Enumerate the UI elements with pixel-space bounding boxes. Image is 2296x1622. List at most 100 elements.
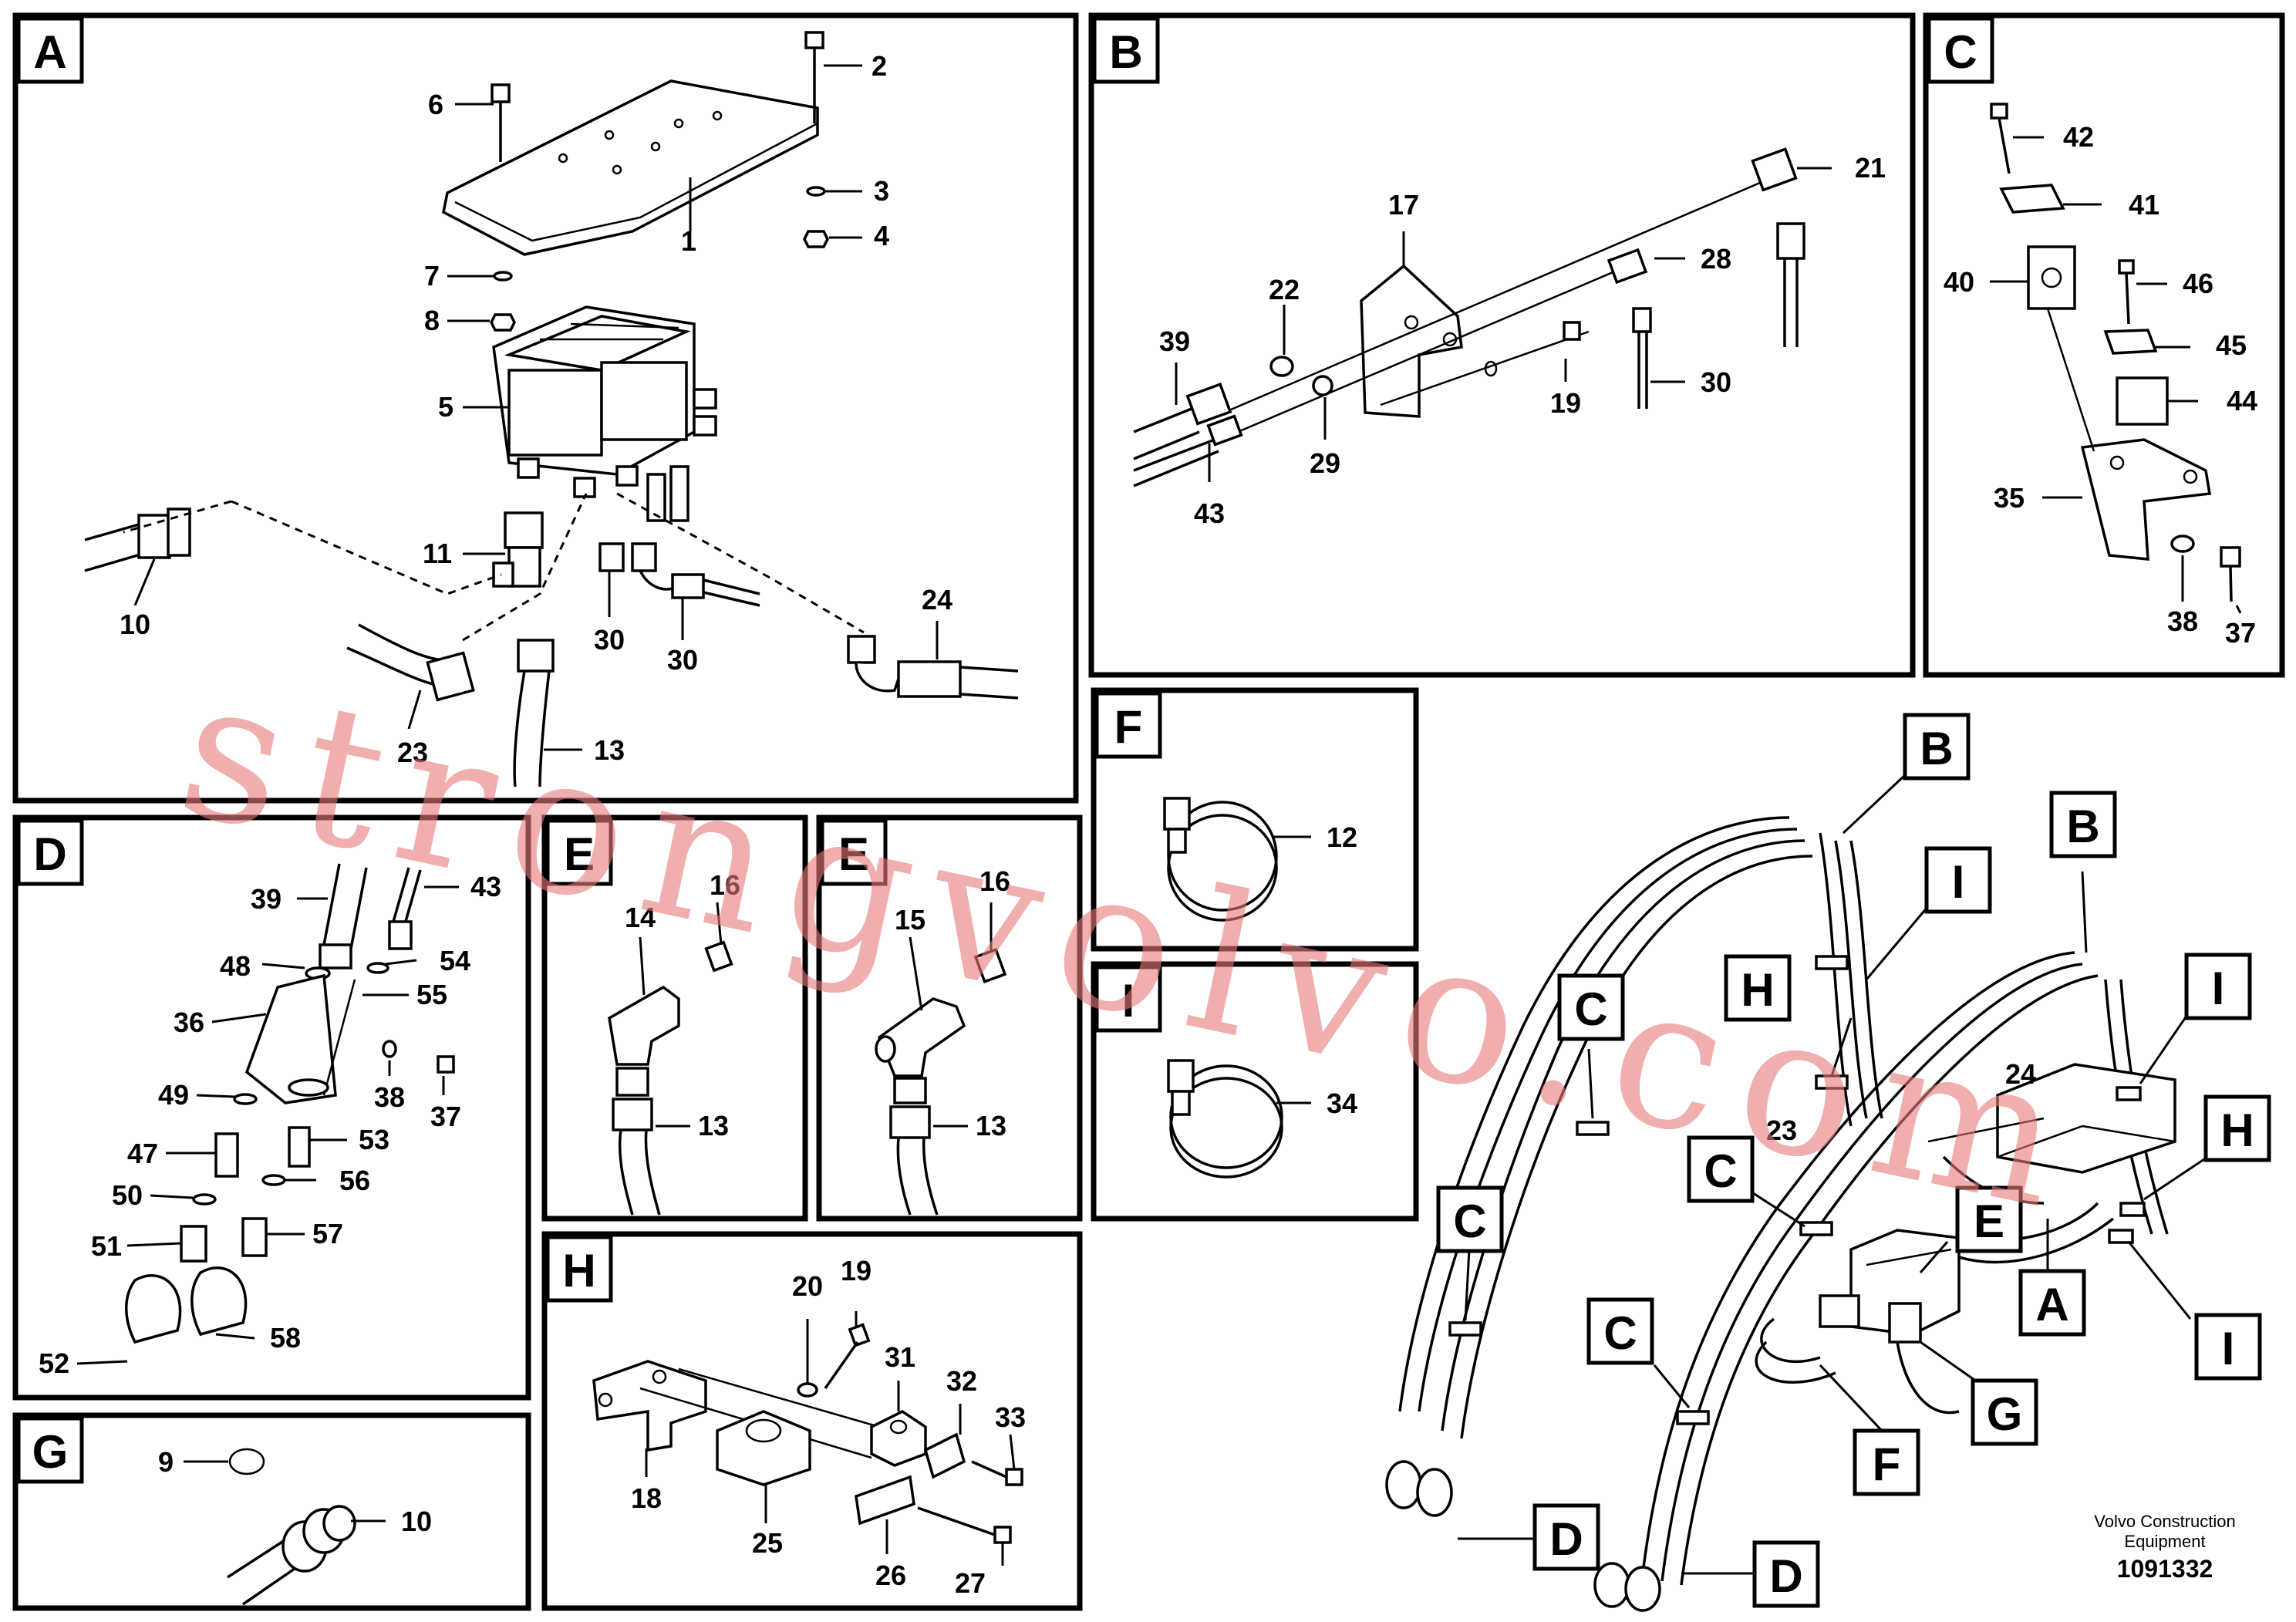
tee-adapter-e2: [875, 947, 1007, 1216]
footer: Volvo Construction Equipment 1091332: [2094, 1512, 2235, 1583]
svg-text:53: 53: [359, 1124, 389, 1155]
clamp-assembly-h: [592, 1323, 1023, 1544]
svg-text:37: 37: [430, 1101, 461, 1132]
svg-text:I: I: [2212, 963, 2225, 1014]
svg-text:40: 40: [1944, 266, 1974, 298]
svg-text:23: 23: [397, 737, 428, 768]
panel-a-label: A: [33, 26, 66, 78]
svg-text:A: A: [2035, 1279, 2068, 1330]
panel-i: I 34: [1091, 961, 1419, 1222]
callouts-g: 9 10: [158, 1446, 432, 1537]
svg-text:20: 20: [792, 1270, 823, 1302]
callouts-e1: 16 14 13: [625, 869, 740, 1141]
svg-text:I: I: [1952, 856, 1965, 908]
leaders-h: [645, 1311, 1016, 1566]
svg-text:2: 2: [872, 50, 887, 82]
leaders-d: [76, 885, 459, 1365]
elbow-fitting-11: [492, 511, 544, 588]
svg-text:7: 7: [424, 260, 440, 292]
svg-text:43: 43: [1194, 497, 1225, 529]
panel-e-right-label: E: [838, 828, 869, 880]
panel-h: H: [541, 1231, 1083, 1611]
svg-text:41: 41: [2129, 189, 2159, 221]
panel-f: F 12: [1091, 687, 1419, 952]
svg-text:C: C: [1603, 1307, 1637, 1359]
callouts-d: 39 43 48 54 36 55 38 37 49 47 53 50 56 5…: [39, 871, 501, 1379]
svg-text:16: 16: [979, 865, 1010, 897]
svg-text:35: 35: [1994, 482, 2025, 514]
leaders-e1: [639, 902, 723, 1128]
callout-f: 12: [1327, 821, 1357, 853]
svg-text:24: 24: [922, 584, 952, 615]
svg-text:36: 36: [174, 1007, 204, 1038]
svg-text:D: D: [1549, 1513, 1583, 1565]
svg-text:5: 5: [438, 391, 453, 423]
svg-text:37: 37: [2225, 617, 2256, 649]
svg-text:H: H: [2220, 1104, 2254, 1156]
panel-d-label: D: [33, 828, 66, 880]
svg-text:22: 22: [1269, 274, 1300, 305]
svg-text:38: 38: [374, 1081, 405, 1113]
svg-text:33: 33: [995, 1401, 1026, 1433]
svg-text:9: 9: [158, 1446, 174, 1478]
svg-text:11: 11: [423, 538, 452, 569]
cable-tie-i: [1167, 1059, 1283, 1179]
company-line-2: Equipment: [2124, 1532, 2205, 1551]
svg-text:10: 10: [120, 609, 150, 640]
svg-text:24: 24: [2005, 1058, 2036, 1090]
svg-text:15: 15: [895, 904, 925, 936]
svg-text:39: 39: [1159, 325, 1190, 357]
company-line-1: Volvo Construction: [2094, 1512, 2235, 1531]
svg-text:6: 6: [428, 89, 443, 120]
svg-text:30: 30: [594, 624, 625, 656]
coupling-set-d: [125, 863, 455, 1344]
hoses-a: [84, 492, 1019, 787]
svg-text:39: 39: [251, 883, 282, 915]
leaders-c: [1990, 136, 2242, 614]
elbow-hose-g: [227, 1448, 356, 1606]
svg-text:45: 45: [2216, 329, 2247, 361]
callouts-c: 42 41 40 46 45 44 35 38 37: [1944, 121, 2257, 649]
svg-text:D: D: [1769, 1550, 1802, 1602]
overview-assembly: [1385, 816, 2176, 1612]
overview-labels: B B I I H H C C C C E A I G F D D 24 23: [1436, 713, 2271, 1608]
svg-text:38: 38: [2167, 605, 2198, 637]
svg-text:56: 56: [339, 1165, 370, 1196]
panel-a: A: [12, 12, 1079, 804]
svg-text:B: B: [1920, 723, 1953, 774]
control-valve: [492, 305, 717, 522]
svg-text:16: 16: [710, 869, 740, 901]
svg-text:1: 1: [681, 225, 696, 257]
panel-g: G 9 10: [12, 1412, 531, 1611]
svg-text:C: C: [1453, 1195, 1486, 1247]
svg-text:17: 17: [1388, 189, 1419, 221]
svg-text:55: 55: [416, 979, 447, 1010]
panel-e-right: E 16 15 13: [816, 814, 1083, 1222]
svg-text:13: 13: [594, 734, 625, 766]
svg-text:50: 50: [112, 1179, 143, 1211]
panel-c-label: C: [1944, 26, 1977, 78]
leaders-a: [133, 64, 939, 751]
svg-text:14: 14: [625, 902, 656, 933]
bracket-assembly-b: [1133, 147, 1805, 487]
svg-text:G: G: [1987, 1388, 2023, 1440]
svg-text:30: 30: [1701, 366, 1731, 398]
callouts-h: 20 19 31 32 33 18 25 26 27: [631, 1255, 1026, 1599]
svg-text:25: 25: [752, 1527, 783, 1559]
svg-text:43: 43: [470, 871, 501, 902]
svg-text:58: 58: [270, 1322, 301, 1354]
clamp-assembly-c: [1990, 103, 2241, 602]
svg-text:49: 49: [158, 1079, 189, 1111]
callout-i: 34: [1327, 1088, 1357, 1119]
svg-text:52: 52: [39, 1347, 69, 1379]
elbow-adapter-e1: [608, 940, 733, 1216]
svg-text:10: 10: [401, 1506, 432, 1537]
svg-text:E: E: [1974, 1195, 2004, 1247]
mounting-plate: [442, 79, 819, 256]
panel-b-label: B: [1109, 26, 1142, 78]
svg-text:13: 13: [698, 1110, 729, 1141]
panel-e-left-label: E: [564, 828, 595, 880]
panel-c: C: [1923, 12, 2285, 678]
svg-text:8: 8: [424, 305, 440, 336]
